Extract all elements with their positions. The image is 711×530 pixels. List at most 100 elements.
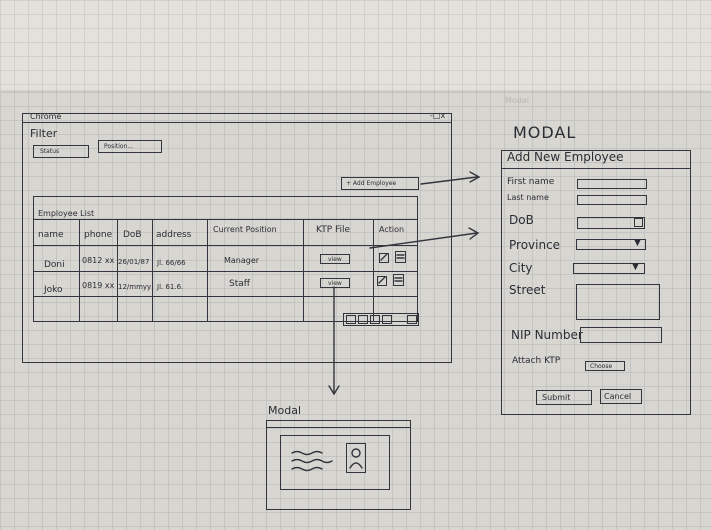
- page-number-icon[interactable]: [382, 315, 392, 324]
- view-ktp-label: view: [328, 280, 342, 287]
- ktp-view-modal: [266, 420, 411, 510]
- view-ktp-label: view: [328, 256, 342, 263]
- arrow-head: [328, 385, 340, 396]
- table-row-divider: [33, 296, 418, 297]
- column-header-action: Action: [379, 225, 405, 234]
- column-header-ktp-file: KTP File: [316, 225, 351, 235]
- filter-status-button[interactable]: Status: [33, 145, 89, 158]
- field-label-last-name: Last name: [507, 193, 549, 202]
- col-divider: [117, 219, 118, 322]
- field-label-nip: NIP Number: [511, 328, 583, 342]
- add-employee-label: + Add Employee: [346, 180, 397, 187]
- edit-icon[interactable]: [377, 276, 387, 286]
- ktp-modal-heading: Modal: [268, 404, 301, 417]
- paper-sketch-sheet: [0, 92, 711, 530]
- field-label-street: Street: [509, 283, 546, 297]
- table-row-divider: [33, 271, 418, 272]
- photo-head: [351, 448, 361, 458]
- last-name-input[interactable]: [577, 195, 647, 205]
- column-header-current-position: Current Position: [213, 225, 277, 234]
- delete-icon[interactable]: [395, 251, 406, 263]
- col-divider: [79, 219, 80, 322]
- table-cell-name: Doni: [44, 260, 65, 270]
- add-employee-modal: [501, 150, 691, 415]
- cancel-label: Cancel: [604, 392, 632, 401]
- filter-label: Filter: [30, 127, 58, 140]
- arrow-head: [469, 171, 481, 183]
- field-label-city: City: [509, 261, 533, 275]
- table-cell-address: Jl. 61.6.: [157, 283, 184, 291]
- employee-list-table: [33, 196, 418, 322]
- choose-file-button[interactable]: Choose: [585, 361, 625, 371]
- arrow-to-form: [369, 232, 478, 249]
- title-bar-line: [22, 122, 452, 123]
- arrow-to-form: [420, 176, 478, 185]
- delete-icon[interactable]: [393, 274, 404, 286]
- arrow-head: [468, 227, 480, 240]
- view-ktp-button[interactable]: view: [320, 254, 350, 264]
- field-label-first-name: First name: [507, 177, 555, 187]
- column-header-address: address: [156, 230, 192, 240]
- city-select[interactable]: [573, 263, 645, 274]
- choose-file-label: Choose: [590, 363, 613, 370]
- page-number-icon[interactable]: [370, 315, 380, 324]
- window-controls[interactable]: -□x: [430, 111, 446, 120]
- col-divider: [207, 219, 208, 322]
- modal-form-heading: MODAL: [513, 123, 577, 142]
- field-label-dob: DoB: [509, 213, 534, 227]
- filter-position-button[interactable]: Position...: [98, 140, 162, 153]
- first-name-input[interactable]: [577, 179, 647, 189]
- column-header-name: name: [38, 230, 64, 240]
- col-divider: [152, 219, 153, 322]
- table-cell-position: Staff: [229, 279, 250, 289]
- employee-list-title: Employee List: [38, 209, 95, 218]
- page-next-icon[interactable]: [407, 315, 417, 324]
- modal-form-title: Add New Employee: [507, 150, 624, 164]
- column-header-dob: DoB: [123, 230, 142, 240]
- ktp-photo-icon: [346, 443, 366, 473]
- col-divider: [303, 219, 304, 322]
- squiggle: [291, 458, 333, 464]
- page-prev-icon[interactable]: [346, 315, 356, 324]
- column-header-phone: phone: [84, 230, 113, 240]
- table-cell-dob: 26/01/87: [118, 258, 150, 266]
- cancel-button[interactable]: Cancel: [600, 389, 642, 404]
- table-cell-dob: 12/mmyy: [118, 283, 152, 291]
- edit-icon[interactable]: [379, 253, 389, 263]
- col-divider: [373, 219, 374, 322]
- street-textarea[interactable]: [576, 284, 660, 320]
- province-select[interactable]: [576, 239, 646, 250]
- field-label-province: Province: [509, 238, 561, 252]
- filter-position-label: Position...: [104, 143, 134, 150]
- submit-label: Submit: [542, 393, 571, 402]
- chevron-down-icon: ▼: [634, 238, 641, 248]
- pagination[interactable]: [343, 313, 419, 326]
- add-employee-button[interactable]: + Add Employee: [341, 177, 419, 190]
- squiggle: [291, 450, 323, 456]
- chevron-down-icon: ▼: [632, 262, 639, 272]
- table-cell-name: Joko: [44, 285, 63, 295]
- nip-input[interactable]: [580, 327, 662, 343]
- squiggle: [291, 466, 323, 472]
- faint-text: Modal: [505, 96, 529, 105]
- photo-body: [349, 462, 363, 469]
- dob-input[interactable]: [577, 217, 645, 229]
- table-cell-address: Jl. 66/66: [157, 259, 186, 267]
- ktp-modal-top-line: [266, 427, 411, 428]
- modal-title-divider: [501, 168, 691, 169]
- ktp-card-image: [280, 435, 390, 490]
- attach-ktp-label: Attach KTP: [512, 356, 561, 366]
- filter-status-label: Status: [40, 148, 60, 155]
- paper-background-top: [0, 0, 711, 92]
- calendar-icon[interactable]: [634, 218, 643, 227]
- table-cell-phone: 0819 xx: [82, 281, 115, 290]
- table-cell-phone: 0812 xx: [82, 256, 115, 265]
- view-ktp-button[interactable]: view: [320, 278, 350, 288]
- table-header-top: [33, 219, 418, 220]
- table-header-bottom: [33, 245, 418, 246]
- page-number-icon[interactable]: [358, 315, 368, 324]
- submit-button[interactable]: Submit: [536, 390, 592, 405]
- window-title: Chrome: [30, 112, 62, 121]
- table-cell-position: Manager: [224, 256, 260, 265]
